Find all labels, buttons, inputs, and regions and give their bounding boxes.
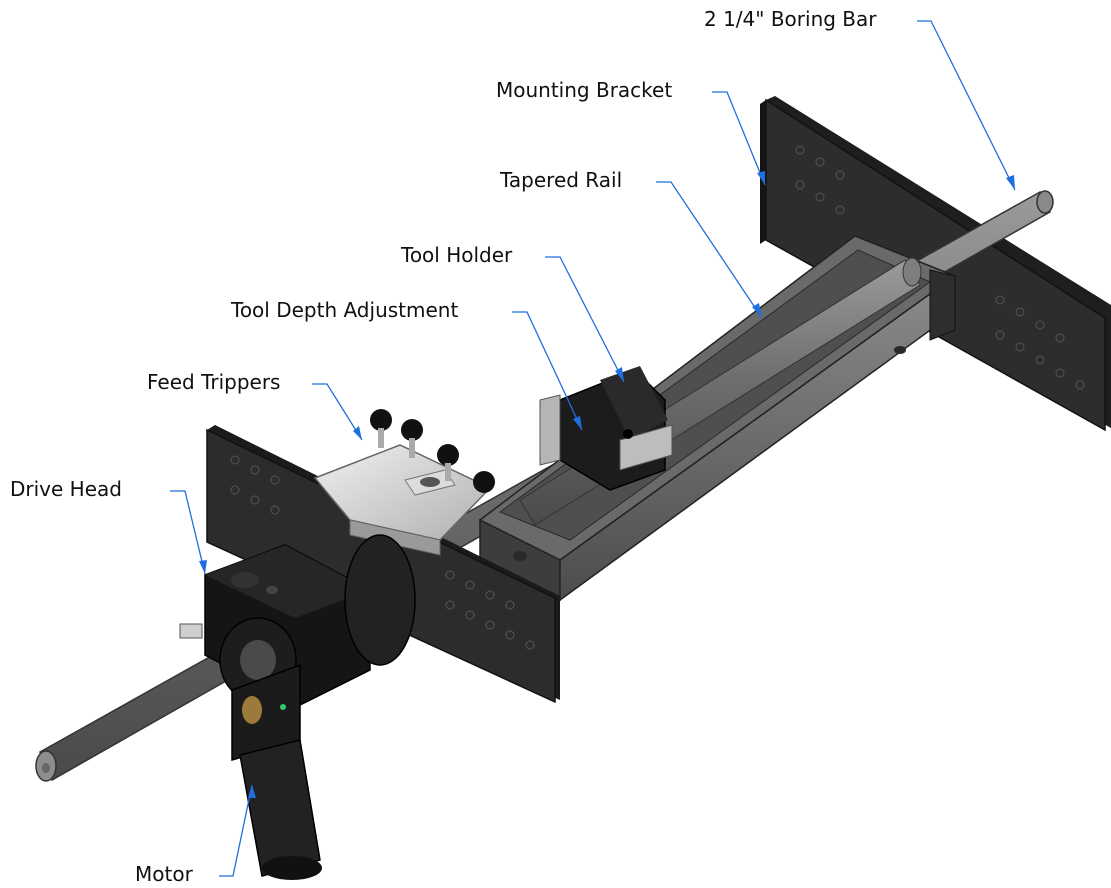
arrowhead-tapered-rail: [752, 303, 762, 318]
arrowhead-boring-bar: [1006, 175, 1015, 190]
label-tool-holder: Tool Holder: [401, 243, 513, 267]
leader-feed-trippers: [312, 383, 363, 441]
label-feed-trippers: Feed Trippers: [147, 370, 281, 394]
drive-head: [179, 534, 416, 706]
arrowhead-motor: [248, 785, 256, 798]
label-tool-depth-adjustment: Tool Depth Adjustment: [231, 298, 459, 322]
feed-tripper-plate: [313, 409, 495, 556]
label-mounting-bracket: Mounting Bracket: [496, 78, 673, 102]
motor: [231, 663, 322, 880]
arrowhead-tool-holder: [615, 367, 624, 382]
leader-tool-holder: [545, 256, 625, 383]
arrowhead-feed-trippers: [353, 426, 362, 440]
label-boring-bar: 2 1/4" Boring Bar: [704, 7, 877, 31]
leader-drive-head: [170, 490, 206, 575]
leader-mounting-bracket: [712, 91, 766, 186]
arrowhead-tool-depth-adjustment: [573, 416, 582, 430]
label-motor: Motor: [135, 862, 193, 886]
label-drive-head: Drive Head: [10, 477, 122, 501]
leader-tapered-rail: [656, 181, 763, 319]
leader-motor: [219, 784, 253, 877]
tool-holder: [539, 366, 673, 491]
leader-boring-bar: [917, 20, 1016, 191]
label-tapered-rail: Tapered Rail: [500, 168, 623, 192]
arrowhead-mounting-bracket: [757, 171, 765, 185]
arrowhead-drive-head: [199, 560, 207, 574]
leader-tool-depth-adjustment: [512, 311, 583, 431]
